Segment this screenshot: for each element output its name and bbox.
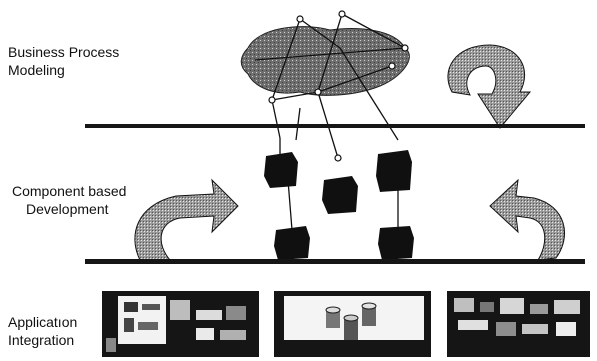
label-line: Component based	[12, 183, 127, 199]
application-screen-icon	[447, 291, 590, 357]
process-network-icon	[240, 10, 410, 162]
application-screen-icon	[102, 291, 259, 357]
label-component-based-development: Component based Development	[12, 182, 126, 218]
circular-arrow-icon	[134, 178, 239, 261]
circular-arrow-icon	[447, 44, 532, 129]
layer-divider-upper	[85, 124, 585, 128]
label-line: Applicatıon	[8, 314, 78, 330]
database-cylinder-icon	[325, 302, 377, 340]
label-line: Integration	[8, 332, 75, 348]
application-screen-icon	[274, 291, 431, 357]
label-line: Business Process	[8, 44, 120, 60]
label-application-integration: Applicatıon Integration	[8, 313, 77, 349]
component-cube-icon	[322, 176, 358, 214]
label-line: Modeling	[8, 62, 65, 78]
component-cube-icon	[378, 226, 414, 260]
component-cube-icon	[264, 152, 298, 188]
layer-divider-lower	[85, 259, 585, 264]
component-cube-icon	[274, 226, 310, 260]
circular-arrow-icon	[489, 178, 565, 261]
component-group	[264, 138, 414, 260]
label-line: Development	[26, 201, 109, 217]
component-cube-icon	[376, 150, 412, 192]
label-business-process-modeling: Business Process Modeling	[8, 43, 119, 79]
